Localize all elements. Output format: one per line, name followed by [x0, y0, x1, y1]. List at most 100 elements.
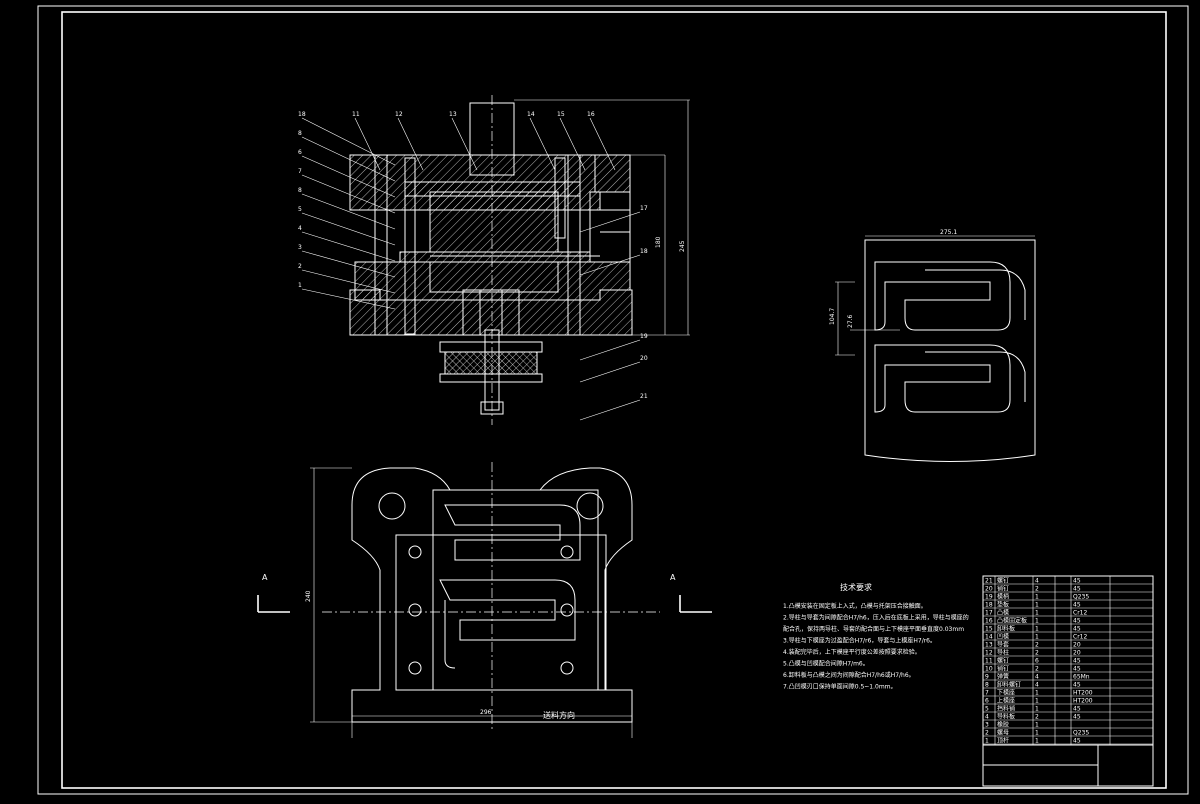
guide-hole-left: [378, 492, 406, 520]
part-strip-view: 275.1 104.7 27.6: [829, 229, 1036, 462]
svg-text:10: 10: [985, 665, 993, 672]
svg-text:垫板: 垫板: [997, 600, 1009, 608]
callout-left-0: 18: [298, 111, 306, 118]
svg-text:45: 45: [1073, 737, 1081, 744]
callout-right-2: 19: [640, 333, 648, 340]
dim-plan-height: 240: [305, 590, 312, 602]
svg-text:Q235: Q235: [1073, 729, 1089, 736]
svg-text:2: 2: [985, 729, 989, 736]
svg-text:3: 3: [985, 721, 989, 728]
svg-text:螺钉: 螺钉: [997, 656, 1009, 664]
lower-die-seat: [349, 289, 633, 336]
part-shape-top: [874, 261, 1011, 331]
svg-text:凸模: 凸模: [997, 608, 1009, 616]
tech-requirements: 技术要求 1.凸模安装在固定板上入式，凸模与托架压合接触面。2.导柱与导套为间隙…: [783, 582, 969, 691]
callout-left-7: 3: [298, 244, 302, 251]
tech-req-item-7: 7.凸凹模刃口保持单面间隙0.5~1.0mm。: [783, 683, 897, 691]
table-row: 1 顶杆 1 45: [985, 736, 1081, 744]
svg-text:弹簧: 弹簧: [997, 672, 1009, 680]
dim-part-small: 27.6: [847, 314, 854, 328]
die-block: [354, 261, 631, 301]
callout-top-1: 12: [395, 111, 403, 118]
callout-right-0: 17: [640, 205, 648, 212]
rubber-buffer: [444, 351, 538, 375]
svg-text:19: 19: [985, 593, 993, 600]
svg-text:2: 2: [1035, 665, 1039, 672]
part-shape-bottom: [874, 344, 1011, 413]
svg-text:45: 45: [1073, 705, 1081, 712]
inner-border: [61, 11, 1167, 789]
svg-text:HT200: HT200: [1073, 689, 1093, 696]
tech-req-item-3: 3.导柱与下模座为过盈配合H7/r6，导套与上模座H7/r6。: [783, 637, 936, 645]
tech-req-title: 技术要求: [840, 582, 872, 592]
dim-part-height: 104.7: [829, 308, 836, 325]
svg-text:销钉: 销钉: [997, 584, 1009, 592]
svg-text:1: 1: [1035, 697, 1039, 704]
section-label-left: A: [262, 573, 268, 582]
section-label-right: A: [670, 573, 676, 582]
tech-req-item-4: 4.装配完毕后，上下模座平行度公差按照要求检验。: [783, 648, 921, 656]
svg-text:20: 20: [1073, 641, 1081, 648]
dim-plan-width: 296: [480, 709, 492, 716]
svg-text:45: 45: [1073, 681, 1081, 688]
callout-top-4: 15: [557, 111, 565, 118]
callout-left-8: 2: [298, 263, 302, 270]
tech-req-item-0: 1.凸模安装在固定板上入式，凸模与托架压合接触面。: [783, 602, 927, 610]
svg-text:顶杆: 顶杆: [997, 736, 1009, 744]
svg-text:HT200: HT200: [1073, 697, 1093, 704]
svg-text:模柄: 模柄: [997, 592, 1009, 600]
svg-text:45: 45: [1073, 577, 1081, 584]
svg-text:14: 14: [985, 633, 993, 640]
tech-req-item-6: 6.卸料板与凸模之间为间隙配合H7/h6或H7/h6。: [783, 671, 915, 679]
svg-text:下模座: 下模座: [997, 688, 1015, 696]
svg-text:1: 1: [1035, 617, 1039, 624]
callout-left-5: 5: [298, 206, 302, 213]
svg-text:螺母: 螺母: [997, 728, 1009, 736]
svg-text:9: 9: [985, 673, 989, 680]
svg-text:1: 1: [1035, 689, 1039, 696]
svg-text:1: 1: [1035, 721, 1039, 728]
svg-text:6: 6: [1035, 657, 1039, 664]
svg-text:2: 2: [1035, 585, 1039, 592]
svg-text:1: 1: [985, 737, 989, 744]
svg-text:18: 18: [985, 601, 993, 608]
svg-text:螺钉: 螺钉: [997, 576, 1009, 584]
callout-top-3: 14: [527, 111, 535, 118]
stripper-plate: [399, 251, 591, 263]
strip-outline: [864, 239, 1036, 462]
callout-top-5: 16: [587, 111, 595, 118]
callout-right-1: 18: [640, 248, 648, 255]
svg-text:15: 15: [985, 625, 993, 632]
plan-view: A A 240 296 送料方向: [257, 462, 712, 738]
svg-text:20: 20: [1073, 649, 1081, 656]
svg-text:Cr12: Cr12: [1073, 609, 1087, 616]
die-seat-outline: [351, 467, 633, 723]
svg-text:1: 1: [1035, 737, 1039, 744]
callout-left-1: 8: [298, 130, 302, 137]
svg-text:1: 1: [1035, 633, 1039, 640]
svg-text:1: 1: [1035, 625, 1039, 632]
svg-text:导柱: 导柱: [997, 648, 1009, 656]
svg-text:1: 1: [1035, 601, 1039, 608]
svg-text:20: 20: [985, 585, 993, 592]
svg-text:2: 2: [1035, 649, 1039, 656]
svg-text:上模座: 上模座: [997, 696, 1015, 704]
svg-text:1: 1: [1035, 705, 1039, 712]
tech-req-item-2: 配合孔，保持两导柱、导套的配合面与上下模座平面垂直度0.03mm: [783, 625, 964, 633]
callout-left-3: 7: [298, 168, 302, 175]
svg-text:卸料板: 卸料板: [997, 624, 1015, 632]
